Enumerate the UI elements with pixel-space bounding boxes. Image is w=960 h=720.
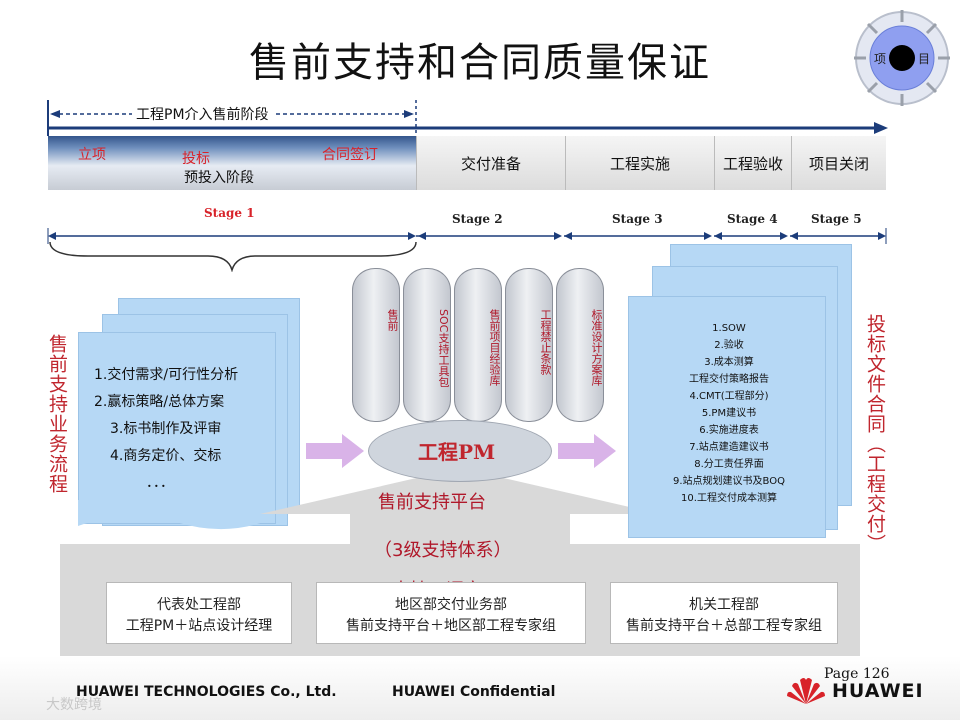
list-item: ．．． (146, 475, 174, 491)
list-item: 1.SOW (712, 323, 746, 334)
list-item: 1.交付需求/可行性分析 (94, 367, 239, 383)
list-item: 7.站点建造建议书 (689, 442, 769, 453)
list-item: 6.实施进度表 (699, 425, 759, 436)
db-standard-design: 标准设计方案库 (556, 268, 604, 422)
stage5-number: Stage 5 (811, 212, 862, 226)
footer-brand: HUAWEI (832, 680, 924, 702)
db-soc-toolkit: SOC支持工具包 (403, 268, 451, 422)
list-item: 10.工程交付成本测算 (681, 493, 777, 504)
pm-label: 工程PM (418, 440, 496, 464)
stage1-bar (48, 136, 416, 190)
list-item: 3.成本测算 (704, 357, 754, 368)
left-vertical-label: 售前支持业务流程 (46, 334, 68, 494)
stage-range-arrows (47, 228, 887, 244)
pm-ellipse (368, 420, 552, 482)
stage-label: 项目关闭 (808, 154, 869, 173)
stage-label: 交付准备 (460, 154, 521, 173)
right-vertical-label: 投标文件合同（工程交付） (864, 314, 886, 554)
presale-span-label: 工程PM介入售前阶段 (132, 104, 273, 124)
right-document-stack (628, 244, 858, 544)
box-line2: 售前支持平台＋总部工程专家组 (626, 618, 822, 634)
list-item: 4.商务定价、交标 (110, 448, 222, 464)
db-label: 售前 (386, 309, 399, 331)
box-line1: 机关工程部 (689, 597, 759, 613)
footer-watermark: 大数跨境 (46, 697, 102, 713)
box-line2: 售前支持平台＋地区部工程专家组 (346, 618, 556, 634)
list-item: 2.验收 (714, 340, 744, 351)
box-line2: 工程PM＋站点设计经理 (125, 618, 273, 634)
stage4-number: Stage 4 (727, 212, 778, 226)
project-icon: 项 目 (852, 8, 952, 108)
right-items: 1.SOW 2.验收 3.成本测算 工程交付策略报告 4.CMT(工程部分) 5… (636, 320, 822, 507)
db-presale: 售前 (352, 268, 400, 422)
db-project-experience: 售前项目经验库 (454, 268, 502, 422)
box-line1: 地区部交付业务部 (395, 597, 507, 613)
timeline-arrow (47, 100, 888, 136)
stage1-contract: 合同签订 (322, 147, 378, 163)
stage1-number: Stage 1 (204, 206, 255, 220)
huawei-logo (786, 674, 826, 706)
stage2-number: Stage 2 (452, 212, 503, 226)
arrow-left-to-center (306, 434, 364, 468)
box-line1: 代表处工程部 (157, 597, 241, 613)
footer-bar (0, 656, 960, 720)
left-doc-wave (78, 500, 274, 530)
db-prohibited-terms: 工程禁止条款 (505, 268, 553, 422)
stage3-number: Stage 3 (612, 212, 663, 226)
list-item: 2.赢标策略/总体方案 (94, 394, 225, 410)
footer-confidential: HUAWEI Confidential (392, 684, 556, 700)
list-item: 4.CMT(工程部分) (689, 391, 769, 402)
stage1-brace (49, 241, 417, 272)
list-item: 9.站点规划建议书及BOQ (673, 476, 785, 487)
stage-box-acceptance: 工程验收 (714, 136, 791, 190)
stage1-start: 立项 (78, 147, 106, 163)
stage1-prebid: 预投入阶段 (184, 170, 254, 186)
stage-box-implementation: 工程实施 (565, 136, 714, 190)
list-item: 8.分工责任界面 (694, 459, 764, 470)
list-item: 3.标书制作及评审 (110, 421, 222, 437)
stage-label: 工程实施 (609, 154, 670, 173)
bottom-box-rep-office: 代表处工程部 工程PM＋站点设计经理 (106, 582, 292, 644)
db-label: 标准设计方案库 (590, 309, 603, 386)
list-item: 5.PM建议书 (701, 408, 757, 419)
stage-box-close: 项目关闭 (791, 136, 886, 190)
bottom-box-region: 地区部交付业务部 售前支持平台＋地区部工程专家组 (316, 582, 586, 644)
footer-page: Page 126 (824, 666, 890, 682)
left-document-stack (78, 298, 308, 538)
stage-label: 工程验收 (722, 154, 783, 173)
system-label: （3级支持体系） (374, 540, 512, 561)
arrow-center-to-right (558, 434, 616, 468)
db-label: 售前项目经验库 (488, 309, 501, 386)
list-item: 工程交付策略报告 (689, 374, 769, 385)
left-items: 1.交付需求/可行性分析 2.赢标策略/总体方案 3.标书制作及评审 4.商务定… (94, 362, 274, 497)
db-label: SOC支持工具包 (437, 309, 450, 388)
footer-company: HUAWEI TECHNOLOGIES Co., Ltd. (76, 684, 337, 700)
platform-label: 售前支持平台 (378, 492, 486, 513)
db-label: 工程禁止条款 (539, 309, 552, 375)
bottom-box-hq: 机关工程部 售前支持平台＋总部工程专家组 (610, 582, 838, 644)
page-title: 售前支持和合同质量保证 (249, 40, 711, 86)
icon-left-char: 项 (874, 52, 887, 66)
stage-box-delivery-prep: 交付准备 (416, 136, 565, 190)
stage1-bid: 投标 (182, 151, 210, 167)
icon-right-char: 目 (918, 52, 931, 66)
